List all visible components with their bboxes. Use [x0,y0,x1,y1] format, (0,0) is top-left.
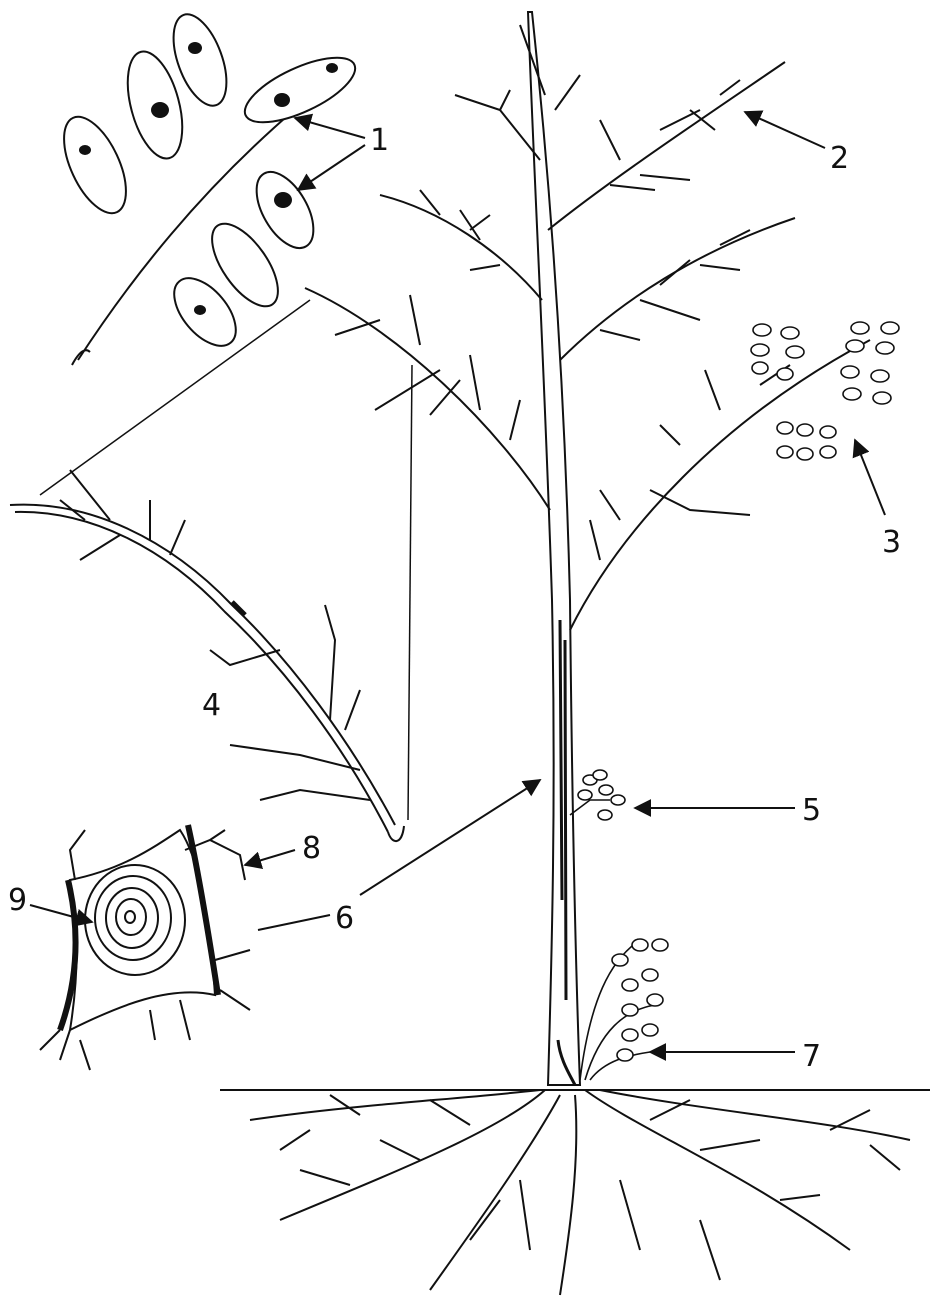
label-7: 7 [802,1039,821,1074]
root-system [250,1090,910,1295]
label-2: 2 [830,141,849,176]
label-6: 6 [335,901,354,936]
label-5: 5 [802,793,821,828]
cut-branch-detail [10,300,412,841]
label-9: 9 [8,883,27,918]
label-1: 1 [370,123,389,158]
stump-cross-section [40,825,250,1070]
main-trunk [528,12,580,1085]
label-8: 8 [302,831,321,866]
leaf-cluster-3 [751,322,899,460]
basal-sprouts [580,939,668,1080]
infected-leaf-twig [51,7,363,365]
label-4: 4 [202,688,221,723]
label-3: 3 [882,525,901,560]
trunk-sprout [570,770,625,820]
